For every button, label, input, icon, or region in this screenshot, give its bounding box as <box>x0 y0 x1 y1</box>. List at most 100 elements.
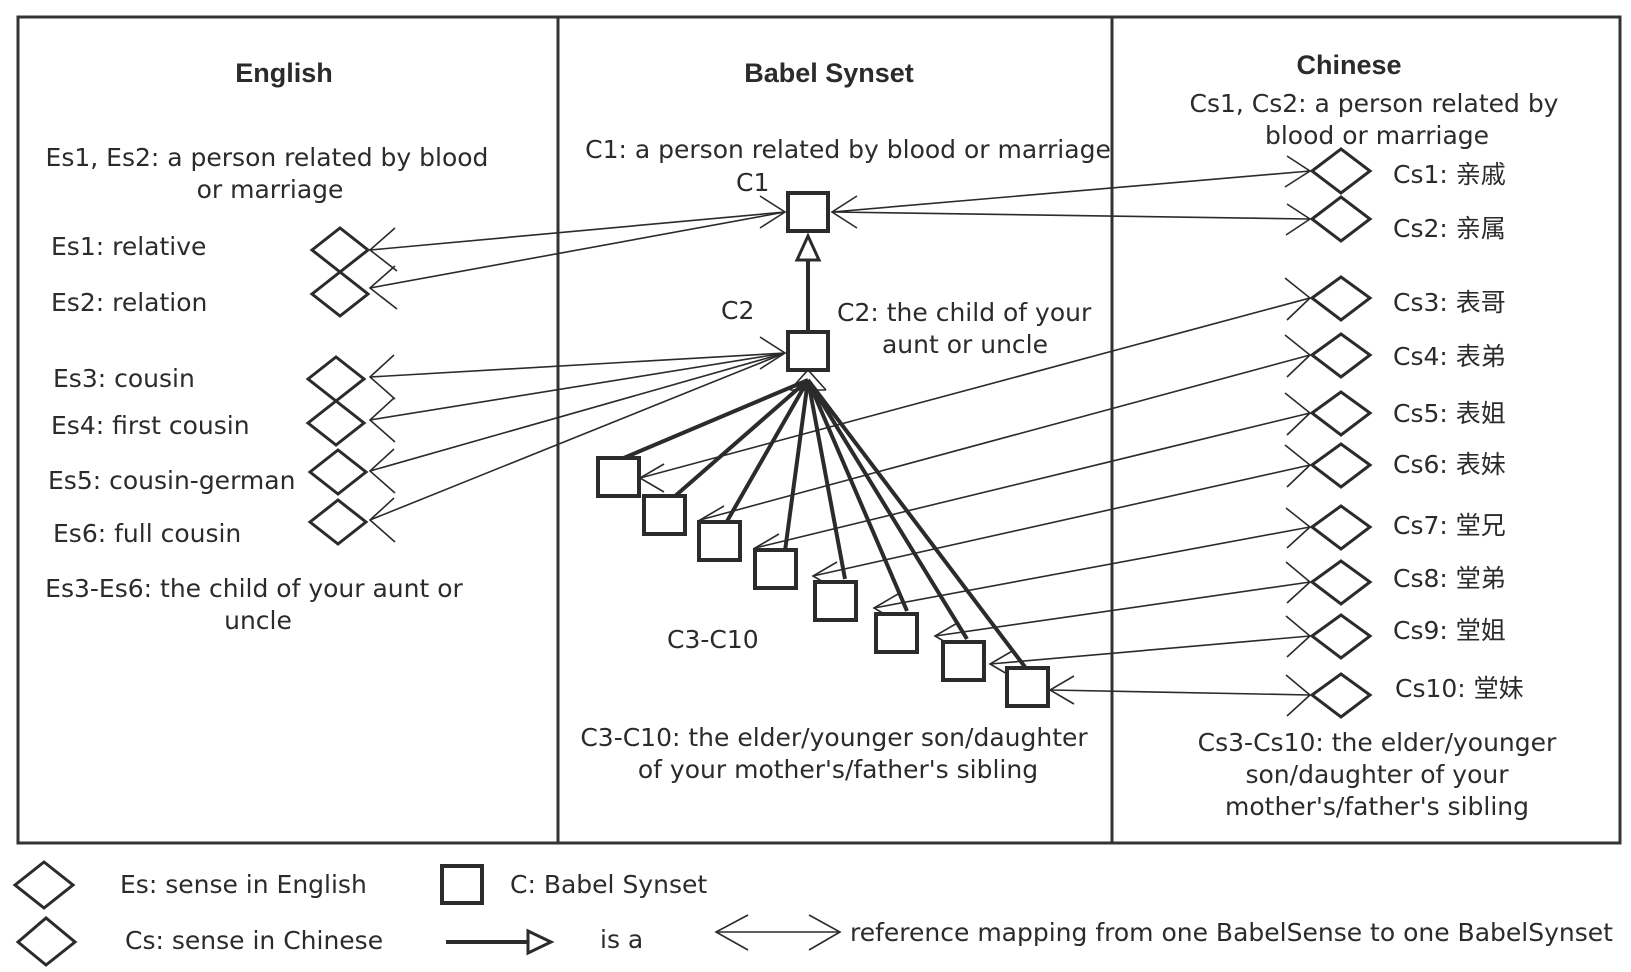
chinese-desc-cs3-cs10-line2: son/daughter of your <box>1245 760 1509 789</box>
english-desc-es1-es2-line1: Es1, Es2: a person related by blood <box>46 143 489 172</box>
synset-c8 <box>874 612 919 654</box>
ref-line-cs9 <box>989 635 1311 665</box>
sense-diamond-cs4 <box>1309 332 1373 379</box>
chinese-header: Chinese <box>1296 50 1401 80</box>
chinese-sense-cs10: Cs10: 堂妹 <box>1395 674 1524 703</box>
synset-c4 <box>642 494 687 536</box>
is-a-c9-c2 <box>806 378 969 641</box>
legend-c-text: C: Babel Synset <box>510 870 707 899</box>
arrowhead-c3 <box>638 463 665 493</box>
ref-line-cs8 <box>934 581 1311 637</box>
ref-line-cs6 <box>812 464 1311 577</box>
english-sense-es6: Es6: full cousin <box>53 519 241 548</box>
sense-diamond-cs5 <box>1309 390 1373 437</box>
legend-cs-diamond-icon <box>15 916 78 967</box>
sense-diamond-cs8 <box>1309 559 1373 606</box>
arrowhead-es3 <box>368 354 396 400</box>
ref-line-cs1-c1 <box>831 170 1311 213</box>
babel-group-desc-line1: C3-C10: the elder/younger son/daughter <box>580 723 1088 752</box>
ref-line-cs3 <box>639 297 1311 479</box>
chinese-sense-cs2: Cs2: 亲属 <box>1393 214 1506 243</box>
chinese-desc-cs1-cs2-line1: Cs1, Cs2: a person related by <box>1190 89 1559 118</box>
english-sense-es1: Es1: relative <box>51 232 206 261</box>
synset-c5 <box>697 520 742 562</box>
arrowhead-c2-left <box>759 336 787 370</box>
arrowhead-c1-left <box>759 195 787 229</box>
arrowhead-es2 <box>368 265 398 310</box>
ref-line-es6-c2 <box>369 352 786 521</box>
synset-c9 <box>941 640 986 682</box>
english-header: English <box>235 58 333 88</box>
english-sense-es3: Es3: cousin <box>53 364 195 393</box>
sense-diamond-es3 <box>305 355 367 403</box>
ref-line-es5-c2 <box>369 352 786 472</box>
chinese-sense-cs8: Cs8: 堂弟 <box>1393 564 1506 593</box>
english-desc-es1-es2-line2: or marriage <box>197 175 344 204</box>
ref-line-cs7 <box>873 526 1311 609</box>
legend-synset-square-icon <box>440 864 484 905</box>
babel-c1-desc: C1: a person related by blood or marriag… <box>585 135 1111 164</box>
chinese-sense-cs3: Cs3: 表哥 <box>1393 288 1506 317</box>
chinese-sense-cs7: Cs7: 堂兄 <box>1393 511 1506 540</box>
babel-header: Babel Synset <box>744 58 914 88</box>
synset-c10 <box>1005 666 1050 708</box>
babel-c2-label: C2 <box>721 296 754 325</box>
synset-c2 <box>786 330 830 372</box>
sense-diamond-es2 <box>309 270 371 318</box>
ref-line-es1-c1 <box>369 211 786 251</box>
ref-line-cs2-c1 <box>831 211 1311 220</box>
sense-diamond-es5 <box>307 448 369 496</box>
is-a-arrowhead-c1 <box>794 232 822 262</box>
arrowhead-es4 <box>368 397 396 443</box>
is-a-c3-c2 <box>618 378 809 462</box>
ref-line-cs4 <box>699 354 1311 521</box>
sense-diamond-cs10 <box>1309 672 1373 719</box>
sense-diamond-cs2 <box>1309 195 1373 243</box>
is-a-c4-c2 <box>672 378 810 499</box>
chinese-sense-cs5: Cs5: 表姐 <box>1393 399 1506 428</box>
babel-group-label: C3-C10 <box>667 625 759 654</box>
legend-is-a-arrowhead-icon <box>526 928 555 956</box>
chinese-panel <box>1110 15 1622 845</box>
is-a-c5-c2 <box>724 379 810 524</box>
sense-diamond-cs6 <box>1309 442 1373 489</box>
sense-diamond-cs9 <box>1309 613 1373 660</box>
synset-c1 <box>786 191 830 233</box>
sense-diamond-cs1 <box>1309 147 1373 195</box>
chinese-sense-cs4: Cs4: 表弟 <box>1393 342 1506 371</box>
is-a-c8-c2 <box>806 379 909 612</box>
legend-ref-text: reference mapping from one BabelSense to… <box>850 918 1613 947</box>
synset-c7 <box>813 580 858 622</box>
is-a-lines <box>618 260 1027 669</box>
english-desc-es3-es6-line1: Es3-Es6: the child of your aunt or <box>45 574 463 603</box>
is-a-c6-c2 <box>783 379 810 552</box>
legend-es-diamond-icon <box>12 860 76 910</box>
ref-line-es2-c1 <box>369 211 786 289</box>
sense-diamond-es1 <box>309 226 371 274</box>
ref-line-es3-c2 <box>369 352 786 378</box>
chinese-desc-cs1-cs2-line2: blood or marriage <box>1265 121 1489 150</box>
legend-is-a-text: is a <box>600 925 643 954</box>
sense-diamond-cs7 <box>1309 504 1373 551</box>
babel-c2-desc-line1: C2: the child of your <box>837 298 1092 327</box>
chinese-desc-cs3-cs10-line1: Cs3-Cs10: the elder/younger <box>1198 728 1557 757</box>
chinese-sense-cs9: Cs9: 堂姐 <box>1393 616 1506 645</box>
babel-group-desc-line2: of your mother's/father's sibling <box>638 755 1038 784</box>
legend-es-text: Es: sense in English <box>120 870 367 899</box>
legend-cs-text: Cs: sense in Chinese <box>125 926 383 955</box>
ref-line-cs5 <box>754 412 1311 549</box>
synset-c6 <box>753 548 798 590</box>
babel-c1-label: C1 <box>736 168 769 197</box>
sense-diamond-es6 <box>307 498 369 546</box>
babel-c2-desc-line2: aunt or uncle <box>882 330 1048 359</box>
legend: Es: sense in English Cs: sense in Chines… <box>12 860 1613 967</box>
legend-ref-left-arrow-icon <box>714 914 749 951</box>
ref-line-es4-c2 <box>369 352 786 421</box>
arrowheads <box>368 155 1312 717</box>
english-desc-es3-es6-line2: uncle <box>224 606 292 635</box>
is-a-c10-c2 <box>806 378 1027 669</box>
sense-diamond-cs3 <box>1309 275 1373 322</box>
chinese-sense-cs1: Cs1: 亲戚 <box>1393 160 1506 189</box>
arrowhead-es5 <box>368 448 396 494</box>
